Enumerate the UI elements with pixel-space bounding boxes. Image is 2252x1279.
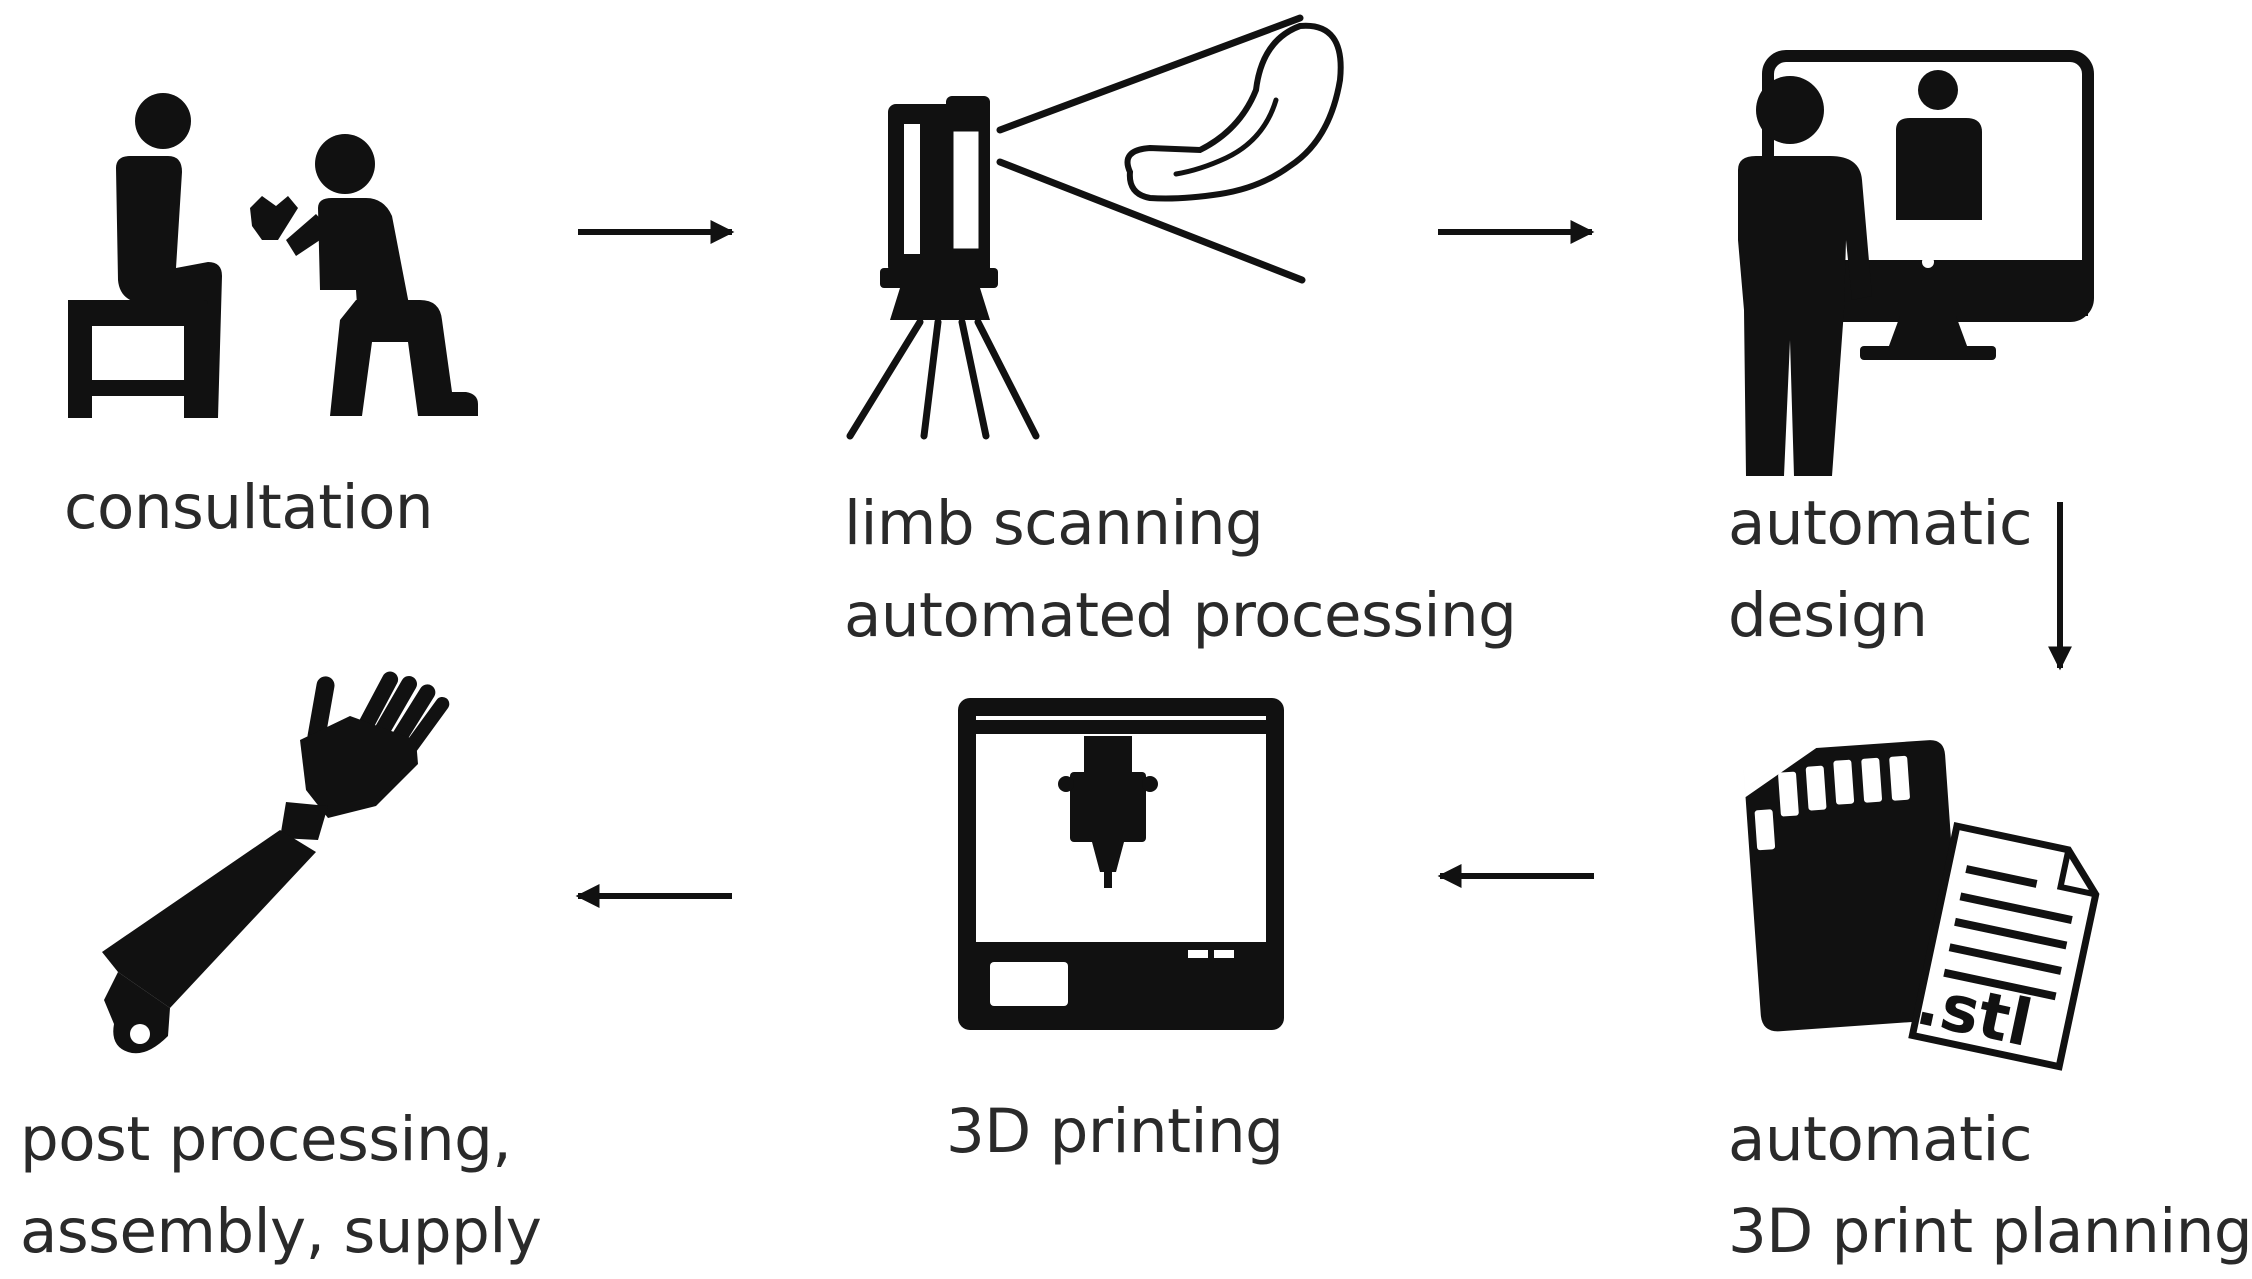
3d-printer-icon <box>958 698 1284 1030</box>
label-post-line1: post processing, <box>20 1104 512 1175</box>
label-scanning-line1: limb scanning <box>844 488 1264 559</box>
sd-card-stl-file-icon <box>1743 740 2100 1071</box>
label-scanning-line2: automated processing <box>844 580 1517 651</box>
people-consultation-icon <box>68 93 478 418</box>
label-scanning: limb scanning automated processing <box>844 478 1517 662</box>
laser-scanner-icon <box>846 14 1344 440</box>
label-design-line1: automatic <box>1728 488 2033 559</box>
label-printing: 3D printing <box>946 1086 1284 1178</box>
prosthetic-arm-icon <box>102 671 450 1054</box>
label-consultation-line1: consultation <box>64 472 434 543</box>
label-post: post processing, assembly, supply <box>20 1094 542 1278</box>
label-planning: automatic 3D print planning <box>1728 1094 2252 1278</box>
label-design-line2: design <box>1728 580 1928 651</box>
label-planning-line1: automatic <box>1728 1104 2033 1175</box>
label-design: automatic design <box>1728 478 2033 662</box>
label-post-line2: assembly, supply <box>20 1196 542 1267</box>
flow-arrows <box>575 220 2072 908</box>
label-printing-line1: 3D printing <box>946 1096 1284 1167</box>
person-computer-icon <box>1738 50 2094 476</box>
label-consultation: consultation <box>64 462 434 554</box>
label-planning-line2: 3D print planning <box>1728 1196 2252 1267</box>
